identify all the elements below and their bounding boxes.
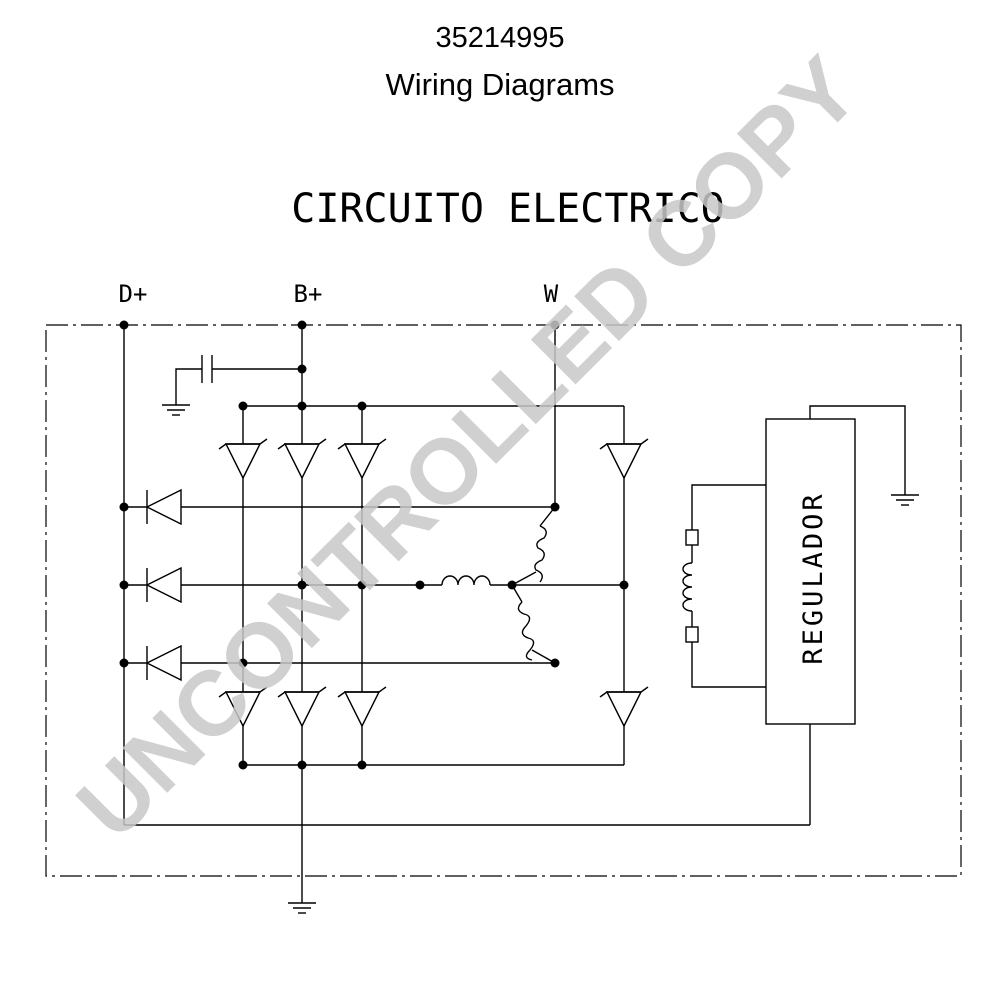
terminal-label-b-plus: B+ [294, 280, 323, 308]
stator-winding-upper [511, 506, 556, 586]
terminal-label-w: W [544, 280, 559, 308]
zener-diode-lower-3 [337, 686, 387, 727]
suppression-capacitor [161, 355, 302, 416]
housing-boundary [45, 324, 962, 877]
zener-diode-upper-2 [277, 438, 327, 479]
zener-diode-upper-1 [218, 438, 268, 479]
field-winding [682, 484, 766, 688]
part-number-title: 35214995 [435, 22, 565, 54]
brush-lower [685, 626, 699, 643]
exciter-diode-1 [146, 489, 182, 525]
terminal-label-d-plus: D+ [119, 280, 148, 308]
stator-winding-lower [511, 584, 556, 664]
page-subtitle: Wiring Diagrams [385, 67, 615, 102]
watermark-stamp: UNCONTROLLED COPY [58, 38, 878, 858]
zener-diode-upper-4 [599, 438, 649, 479]
schematic-title: CIRCUITO ELECTRICO [291, 186, 724, 232]
junction-dots [119, 320, 629, 770]
regulator-label: REGULADOR [798, 491, 829, 664]
d-plus-bus [123, 325, 810, 826]
ground-main [287, 765, 317, 914]
exciter-diode-2 [146, 567, 182, 603]
brush-upper [685, 529, 699, 546]
zener-diode-lower-4 [599, 686, 649, 727]
stator-winding-horizontal [420, 575, 512, 586]
regulator-ground [809, 405, 920, 506]
